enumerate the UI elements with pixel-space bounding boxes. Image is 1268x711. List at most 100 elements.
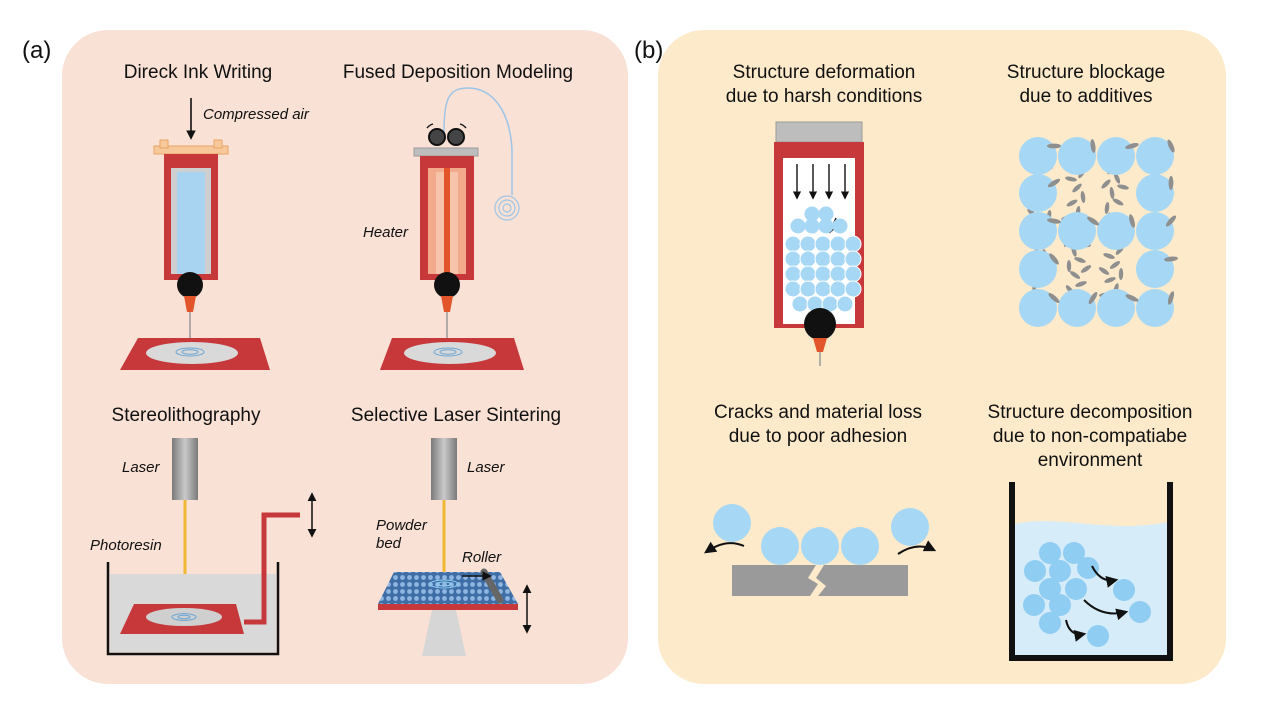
fdm-title: Fused Deposition Modeling	[343, 62, 573, 83]
sphere	[799, 265, 817, 283]
sphere	[804, 206, 820, 222]
filament-spool	[494, 195, 520, 221]
diw-ink	[177, 172, 205, 274]
additive-flake	[1118, 268, 1124, 280]
sphere	[818, 206, 834, 222]
diw-title: Direck Ink Writing	[124, 62, 273, 83]
compressed-air-label: Compressed air	[203, 106, 310, 123]
powder-label-line2: bed	[376, 535, 402, 552]
sphere	[804, 218, 820, 234]
feed-roller-left	[428, 128, 446, 146]
sphere	[1113, 579, 1135, 601]
additive-flake	[1103, 253, 1115, 259]
sphere	[1136, 174, 1174, 212]
sphere	[818, 218, 834, 234]
additive-flake	[1125, 142, 1139, 150]
sphere	[829, 250, 847, 268]
sphere	[1058, 289, 1096, 327]
sphere	[1049, 594, 1071, 616]
sphere	[1049, 560, 1071, 582]
sla-group: Stereolithography Laser Photoresin	[90, 405, 317, 656]
sla-vat	[106, 562, 280, 656]
sphere	[844, 280, 862, 298]
blockage-group: Structure blockage due to additives	[1007, 62, 1178, 327]
additive-flake	[1088, 291, 1098, 305]
additive-flake	[1125, 294, 1139, 302]
sphere	[784, 250, 802, 268]
additive-flake	[1129, 214, 1135, 228]
detached-sphere-left	[713, 504, 751, 542]
sphere	[1019, 250, 1057, 288]
sphere	[1019, 137, 1057, 175]
additive-flake	[1168, 176, 1174, 190]
additive-flake	[1066, 199, 1078, 207]
sphere	[844, 235, 862, 253]
additive-flake	[1080, 191, 1086, 203]
additive-flake	[1047, 143, 1061, 149]
sls-laser-head	[431, 438, 457, 500]
additive-flake	[1066, 260, 1072, 272]
sphere	[814, 280, 832, 298]
sphere	[844, 250, 862, 268]
sphere	[1136, 250, 1174, 288]
sphere	[784, 235, 802, 253]
deform-title-line2: due to harsh conditions	[726, 86, 922, 107]
sphere	[1058, 137, 1096, 175]
sphere	[1097, 212, 1135, 250]
blockage-spheres-and-additives	[1019, 137, 1178, 327]
sphere	[829, 280, 847, 298]
sphere	[1058, 212, 1096, 250]
additive-flake	[1065, 176, 1077, 182]
sphere	[799, 280, 817, 298]
additive-flake	[1101, 179, 1111, 189]
sla-laser-label: Laser	[122, 459, 161, 476]
diw-group: Direck Ink Writing Compressed air	[120, 62, 310, 370]
sphere	[814, 265, 832, 283]
sphere	[1097, 137, 1135, 175]
additive-flake	[1069, 271, 1081, 279]
substrate-right	[816, 565, 908, 596]
additive-flake	[1075, 281, 1087, 287]
photoresin-label: Photoresin	[90, 537, 162, 554]
additive-flake	[1113, 172, 1121, 184]
decomp-title-line2: due to non-compatiabe	[993, 426, 1187, 447]
sphere	[784, 265, 802, 283]
additive-flake	[1072, 183, 1082, 193]
decomp-title-line3: environment	[1038, 450, 1143, 471]
feed-roller-right	[447, 128, 465, 146]
sphere	[1129, 601, 1151, 623]
cracks-title-line2: due to poor adhesion	[729, 426, 908, 447]
sphere	[799, 235, 817, 253]
sphere	[799, 250, 817, 268]
blockage-title-line1: Structure blockage	[1007, 62, 1165, 83]
heater-label: Heater	[363, 224, 409, 241]
additive-flake	[1074, 257, 1086, 263]
sphere	[832, 218, 848, 234]
sls-laser-label: Laser	[467, 459, 506, 476]
sphere	[829, 235, 847, 253]
sphere	[1063, 542, 1085, 564]
additive-flake	[1080, 265, 1092, 273]
additive-flake	[1109, 261, 1121, 269]
sphere	[1019, 174, 1057, 212]
sphere	[1039, 578, 1061, 600]
sphere	[1024, 560, 1046, 582]
substrate-left	[732, 565, 818, 596]
deform-title-line1: Structure deformation	[733, 62, 916, 83]
decomp-spheres	[1023, 542, 1151, 647]
cracks-group: Cracks and material loss due to poor adh…	[704, 402, 937, 596]
sphere	[1097, 289, 1135, 327]
sphere	[1019, 212, 1057, 250]
cracks-title-line1: Cracks and material loss	[714, 402, 922, 423]
sphere	[1039, 612, 1061, 634]
sphere	[791, 295, 809, 313]
sphere	[790, 218, 806, 234]
decomp-title-line1: Structure decomposition	[988, 402, 1193, 423]
additive-flake	[1049, 253, 1059, 265]
fdm-filament	[443, 87, 513, 195]
dissolve-arrows	[1065, 565, 1129, 642]
diw-nozzle	[184, 296, 196, 312]
sphere	[1136, 212, 1174, 250]
additive-flake	[1112, 198, 1124, 206]
powder-label-line1: Powder	[376, 517, 428, 534]
